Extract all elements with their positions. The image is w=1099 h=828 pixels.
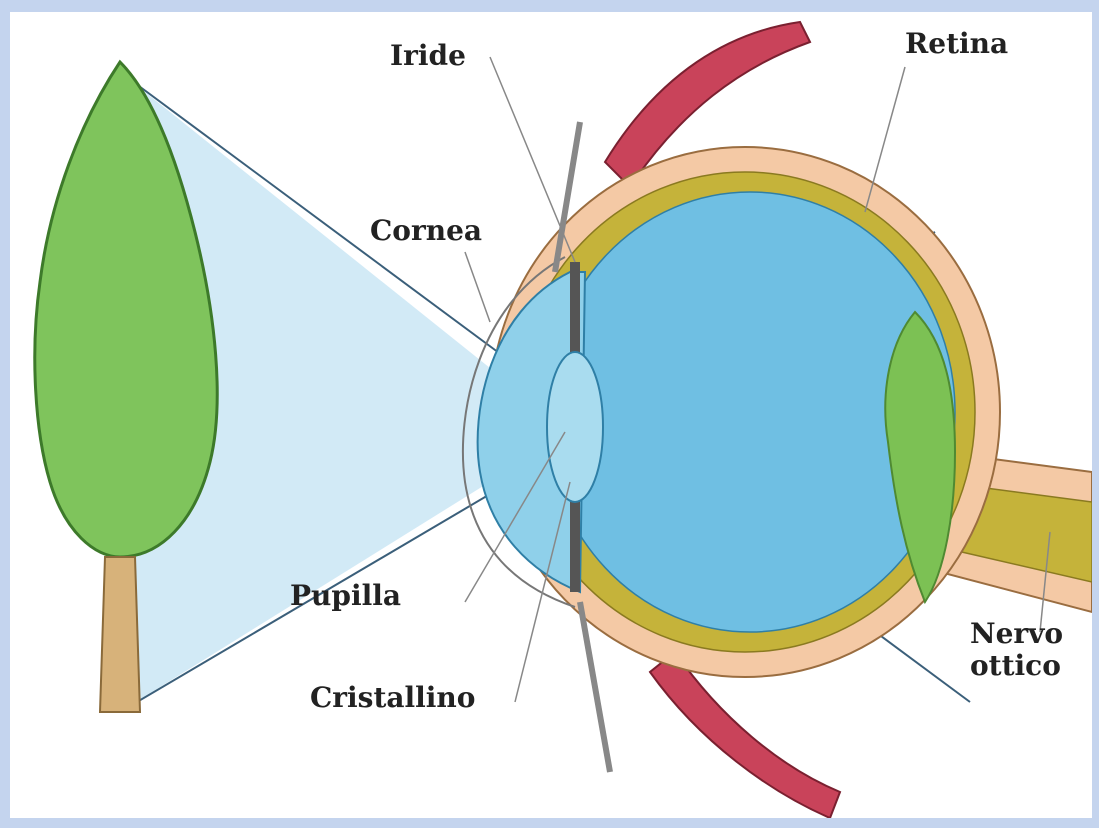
eyelid-line-upper [552, 121, 583, 273]
iris-upper [570, 262, 580, 392]
eyelid-line-lower [577, 601, 613, 773]
leader-retina [864, 66, 906, 213]
leader-cornea [464, 251, 491, 323]
label-nervo-ottico-line2: ottico [970, 649, 1061, 683]
cornea-shape [476, 271, 587, 594]
retina-image [884, 310, 957, 605]
cornea-outline [461, 256, 576, 608]
tree-trunk [98, 556, 142, 713]
diagram-canvas: Iride Retina Cornea Pupilla Cristallino … [10, 12, 1092, 818]
leader-iride [489, 56, 576, 263]
light-cone [120, 72, 570, 712]
label-cornea: Cornea [370, 214, 483, 247]
eye-diagram-graphic [33, 20, 1092, 818]
iris-lower [570, 462, 580, 592]
label-cristallino: Cristallino [310, 681, 476, 714]
label-pupilla: Pupilla [290, 579, 402, 612]
leader-cristallino [514, 481, 571, 703]
lens [546, 351, 604, 503]
label-retina: Retina [905, 27, 1009, 60]
label-iride: Iride [390, 39, 466, 72]
leader-pupilla [464, 431, 566, 603]
upper-eye-muscle [603, 20, 812, 189]
leader-nervo-ottico [1039, 531, 1051, 633]
label-nervo-ottico: Nervo ottico [970, 617, 1092, 683]
lower-eye-muscle [648, 650, 842, 818]
label-nervo-ottico-line1: Nervo [970, 617, 1064, 650]
